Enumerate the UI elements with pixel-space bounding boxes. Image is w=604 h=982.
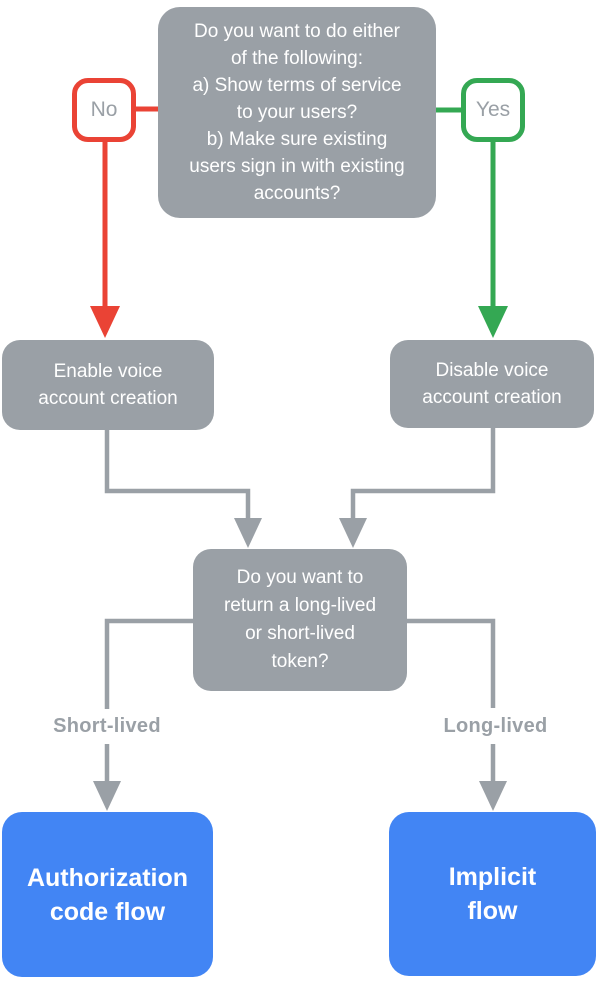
implicit-flow-text: Implicit flow — [448, 863, 537, 925]
token-question-text: Do you want to return a long-lived or sh… — [223, 567, 377, 672]
short-lived-label: Short-lived — [22, 709, 192, 744]
authorization-code-flow-text: Authorization code flow — [26, 863, 189, 926]
long-lived-label-text: Long-lived — [443, 714, 548, 737]
no-badge: No — [72, 78, 136, 142]
disable-voice-text: Disable voice account creation — [422, 360, 562, 408]
gray-arrowhead-right-in — [339, 518, 367, 548]
implicit-flow-node: Implicit flow — [389, 812, 596, 976]
no-badge-label: No — [90, 98, 118, 121]
yes-badge: Yes — [461, 78, 525, 142]
yes-connector — [433, 107, 508, 338]
gray-arrowhead-long — [479, 781, 507, 811]
no-connector — [90, 106, 161, 338]
short-lived-label-text: Short-lived — [53, 715, 161, 737]
long-lived-label: Long-lived — [411, 708, 580, 744]
question-terms-text: Do you want to do either of the followin… — [189, 21, 405, 204]
disable-to-token-connector — [339, 426, 496, 548]
enable-voice-text: Enable voice account creation — [38, 361, 178, 409]
gray-arrowhead-short — [93, 781, 121, 811]
enable-to-token-connector — [104, 428, 262, 548]
disable-voice-node: Disable voice account creation — [390, 340, 594, 428]
yes-badge-label: Yes — [475, 98, 511, 121]
token-question-node: Do you want to return a long-lived or sh… — [193, 549, 407, 691]
gray-arrowhead-left-in — [234, 518, 262, 548]
authorization-code-flow-node: Authorization code flow — [2, 812, 213, 977]
question-terms-node: Do you want to do either of the followin… — [158, 7, 436, 218]
enable-voice-node: Enable voice account creation — [2, 340, 214, 430]
yes-arrowhead — [478, 306, 508, 338]
no-arrowhead — [90, 306, 120, 338]
